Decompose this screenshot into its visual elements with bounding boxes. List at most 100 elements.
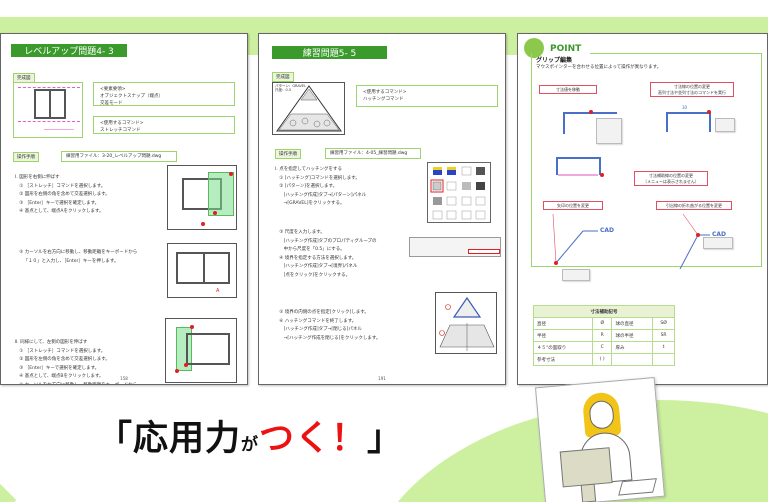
pattern-palette <box>427 162 491 223</box>
woman-at-computer-illustration <box>534 376 666 502</box>
table-cell: 参考寸法 <box>533 353 593 366</box>
procedure-section-1-step5: ⑤ カーソルを右方向に移動し、移動距離をキーボードから 「１０」と入力し、［En… <box>19 250 138 264</box>
command-box: <使用するコマンド> ハッチングコマンド <box>356 85 498 107</box>
table-cell: SR <box>652 329 675 342</box>
monitor-icon <box>559 447 613 488</box>
point-divider <box>590 53 762 54</box>
command-name: ハッチングコマンド <box>363 97 404 102</box>
table-cell: ４５°の面取り <box>533 341 593 354</box>
cad-leader-text: CAD <box>600 227 615 234</box>
grip-menu <box>715 118 735 132</box>
point-marker <box>190 325 194 329</box>
dimension-symbol-table: 寸法補助記号 直径 Ø 球の直径 SØ 半径 R 球の半径 SR ４５°の面取り… <box>533 305 675 366</box>
headline-emphasis: つく！ <box>259 419 368 459</box>
procedure-section-2: Ⅱ. 同様にして、左側の図形を伸ばす ① ［ストレッチ］コマンドを選択します。 … <box>15 340 138 385</box>
table-cell: 厚み <box>611 341 654 354</box>
callout-leader-bend: 引出線の折れ曲がる位置を変更 <box>656 201 732 210</box>
page-number: 158 <box>120 376 128 381</box>
point-marker <box>175 369 179 373</box>
sample-page-point: POINT グリップ編集 マウスポインターを合わせる位置によって操作が異なります… <box>517 33 768 385</box>
grip-marker <box>600 173 604 177</box>
dimension-line <box>18 87 80 88</box>
table-cell: ( ) <box>591 353 613 366</box>
point-marker <box>229 172 233 176</box>
page-title: レベルアップ問題4- 3 <box>11 44 127 57</box>
point-marker <box>201 222 205 226</box>
callout-move-value: 寸法値を移動 <box>539 85 597 94</box>
result-figure <box>435 292 497 354</box>
sample-page-191: 練習問題5- 5 完成図 パターン：GRAVEL 尺度：0.5 <使用するコマン… <box>258 33 506 385</box>
table-cell: 球の直径 <box>611 317 654 330</box>
step-figure-3 <box>165 318 237 383</box>
page-number: 191 <box>378 376 386 381</box>
command-heading: <使用するコマンド> <box>363 90 407 95</box>
dimension-value: 30 <box>682 105 688 110</box>
table-cell: SØ <box>652 317 675 330</box>
extension-line <box>666 112 668 132</box>
window-frame <box>186 333 230 365</box>
headline-particle: が <box>241 435 260 455</box>
headline-open: 「応用力 <box>97 419 242 459</box>
window-frame <box>176 252 230 284</box>
table-row: 直径 Ø 球の直径 SØ <box>533 317 675 330</box>
point-label: POINT <box>550 44 582 54</box>
procedure-label: 操作手順 <box>275 149 301 159</box>
figure-note: パターン：GRAVEL 尺度：0.5 <box>275 84 306 92</box>
crossing-selection <box>208 172 234 216</box>
point-frame <box>531 53 762 267</box>
grip-marker <box>589 110 593 114</box>
table-cell <box>611 353 654 366</box>
callout-extension-line: 寸法補助線の位置の変更 （メニューは表示されません） <box>634 171 708 186</box>
dimension-line <box>666 112 710 114</box>
grip-marker <box>707 110 711 114</box>
dimension-line <box>18 121 80 122</box>
headline-close: 」 <box>367 419 404 459</box>
window-frame <box>34 89 66 119</box>
scale-input <box>468 249 500 254</box>
cad-leader-text: CAD <box>712 231 727 238</box>
point-label-a: A <box>216 288 220 294</box>
triangle-hatch-icon <box>276 85 342 132</box>
requirements-box: <要素要領> オブジェクトスナップ（端点） 交差モード <box>93 82 235 106</box>
figure-note-pattern: パターン：GRAVEL <box>275 84 307 88</box>
grip-menu <box>562 269 590 281</box>
properties-panel <box>409 237 501 257</box>
point-marker <box>184 363 188 367</box>
table-cell: C <box>591 341 613 354</box>
dimension-line <box>44 129 74 130</box>
procedure-section-1: Ⅰ. 図形を右側に伸ばす ① ［ストレッチ］コマンドを選択します。 ② 図形を右… <box>15 175 110 214</box>
procedure-section-2: ③ 尺度を入力します。 [ハッチング作成]タブのプロパティグループの 中から尺度… <box>279 230 377 278</box>
point-heading: グリップ編集 <box>536 57 573 64</box>
command-name: ストレッチコマンド <box>100 128 141 133</box>
crossing-selection <box>176 327 192 371</box>
grip-menu <box>703 237 733 249</box>
completed-label: 完成図 <box>272 72 294 82</box>
table-row: 参考寸法 ( ) <box>533 353 675 366</box>
table-cell: Ø <box>591 317 613 330</box>
leader-lines-icon <box>552 213 710 270</box>
step-figure-1 <box>167 165 237 230</box>
extension-line <box>599 157 601 175</box>
grip-menu <box>596 118 622 144</box>
table-row: 半径 R 球の半径 SR <box>533 329 675 342</box>
callout-dimension-line: 寸法線の位置の変更 直列寸法や並列寸法のコマンドを実行 <box>650 82 734 97</box>
callout-arrow-position: 矢印の位置を変更 <box>543 201 603 210</box>
completed-figure: パターン：GRAVEL 尺度：0.5 <box>272 82 345 135</box>
dimension-line <box>556 157 600 159</box>
table-cell: 半径 <box>533 329 593 342</box>
window-divider <box>203 254 205 282</box>
hand-point-icon <box>524 38 544 58</box>
extension-line <box>556 157 558 175</box>
triangle-hatch-result-icon <box>439 296 495 351</box>
pattern-swatch-grid-icon <box>430 166 486 220</box>
table-cell: R <box>591 329 613 342</box>
extension-line <box>563 112 565 134</box>
keyboard-icon <box>618 478 657 496</box>
procedure-section-1: Ⅰ. 点を指定してハッチングをする ① [ハッチング]コマンドを選択します。 ②… <box>275 167 367 206</box>
table-cell: t <box>652 341 675 354</box>
practice-file: 練習用ファイル：3-20_レベルアップ問題.dwg <box>61 151 177 162</box>
sample-page-158: レベルアップ問題4- 3 完成図 <要素要領> オブジェクトスナップ（端点） 交… <box>0 33 248 385</box>
page-title: 練習問題5- 5 <box>272 46 387 59</box>
table-cell <box>652 353 675 366</box>
practice-file: 練習用ファイル：4-05_練習問題.dwg <box>325 148 421 159</box>
